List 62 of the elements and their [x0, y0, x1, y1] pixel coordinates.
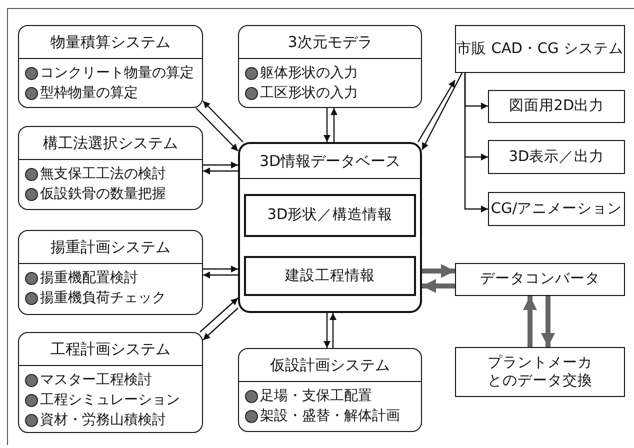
bullet-text: マスター工程検討 [40, 371, 152, 389]
box-title: 工程計画システム [50, 340, 170, 358]
system-box [238, 348, 422, 432]
system-box [18, 126, 203, 210]
info-box [244, 194, 416, 237]
bullet-text: 工程シミュレーション [40, 391, 180, 409]
arrow [202, 100, 244, 142]
arrow [203, 266, 238, 272]
system-box [18, 332, 203, 433]
arrow [464, 73, 488, 212]
arrow [330, 108, 338, 142]
arrow [330, 313, 336, 348]
box-label: CG/アニメーション [490, 200, 622, 218]
arrow [324, 108, 330, 142]
box-title: 揚重計画システム [50, 238, 170, 256]
bullet-text: コンクリート物量の算定 [40, 64, 194, 82]
output-box [488, 140, 625, 174]
box-label: 3D表示／出力 [508, 148, 604, 166]
bullet-text: 仮設鉄骨の数量把握 [40, 185, 166, 203]
system-box [18, 230, 203, 315]
output-box [455, 25, 625, 73]
database-box [238, 142, 422, 313]
bullet-text: 架設・盛替・解体計画 [260, 407, 400, 425]
box-label: データコンバータ [480, 270, 600, 289]
box-title: 物量積算システム [50, 32, 170, 52]
arrow [196, 108, 238, 152]
arrow [324, 313, 330, 348]
bullet-text: 型枠物量の算定 [40, 84, 138, 102]
arrow [422, 264, 455, 278]
box-label: 市販 CAD・CG システム [456, 40, 624, 58]
arrow [200, 298, 238, 332]
box-label: 図面用2D出力 [508, 97, 604, 116]
output-box [488, 192, 625, 226]
arrow [421, 72, 463, 150]
arrow [417, 80, 456, 142]
output-box [455, 347, 625, 397]
system-box [238, 25, 422, 108]
box-title: 仮設計画システム [270, 356, 390, 374]
bullet-text: 揚重機負荷チェック [40, 289, 166, 307]
bullet-text: 資材・労務山積検討 [40, 411, 166, 429]
box-label: 建設工程情報 [285, 266, 375, 286]
output-box [455, 263, 625, 296]
output-box [488, 90, 625, 123]
arrow [541, 296, 555, 347]
info-box [244, 256, 416, 296]
box-title: 3D情報データベース [259, 152, 401, 170]
bullet-text: 無支保工工法の検討 [40, 165, 166, 183]
arrow [202, 308, 238, 340]
bullet-text: 足場・支保工配置 [260, 387, 372, 405]
bullet-text: 工区形状の入力 [260, 84, 358, 102]
box-title: 3次元モデラ [288, 32, 372, 52]
box-label: 3D形状／構造情報 [267, 206, 393, 225]
bullet-text: 躯体形状の入力 [260, 64, 358, 82]
arrow [523, 296, 537, 347]
arrow [203, 272, 238, 278]
arrow [422, 279, 455, 293]
box-label: プラントメーカとのデータ交換 [487, 354, 593, 390]
arrow [203, 168, 238, 174]
arrow [203, 162, 238, 168]
box-title: 構工法選択システム [43, 134, 178, 152]
bullet-text: 揚重機配置検討 [40, 269, 138, 287]
system-box [18, 25, 203, 108]
